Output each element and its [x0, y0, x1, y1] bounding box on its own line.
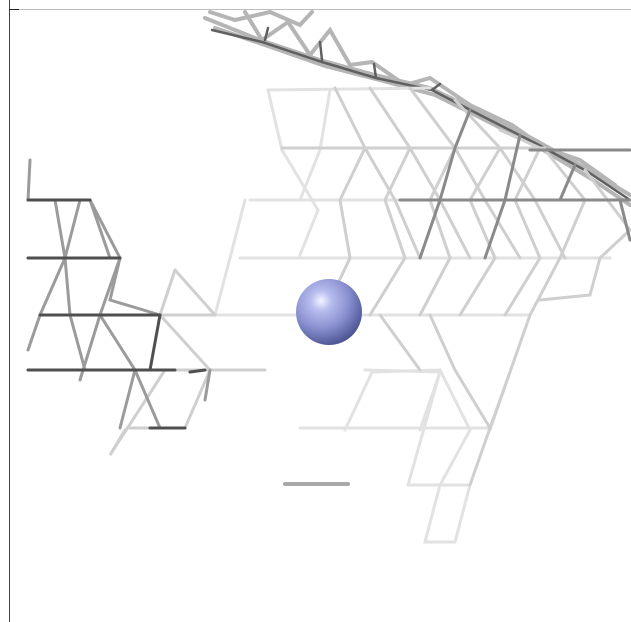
- frame-top-border: [9, 9, 631, 10]
- mesh-top-strand: [203, 9, 631, 207]
- mesh-left-cluster: [26, 158, 267, 456]
- ion-sphere[interactable]: [296, 279, 362, 345]
- frame-left-border: [9, 0, 10, 622]
- mesh-right-grid: [208, 86, 631, 544]
- frame-corner-tick: [9, 9, 19, 10]
